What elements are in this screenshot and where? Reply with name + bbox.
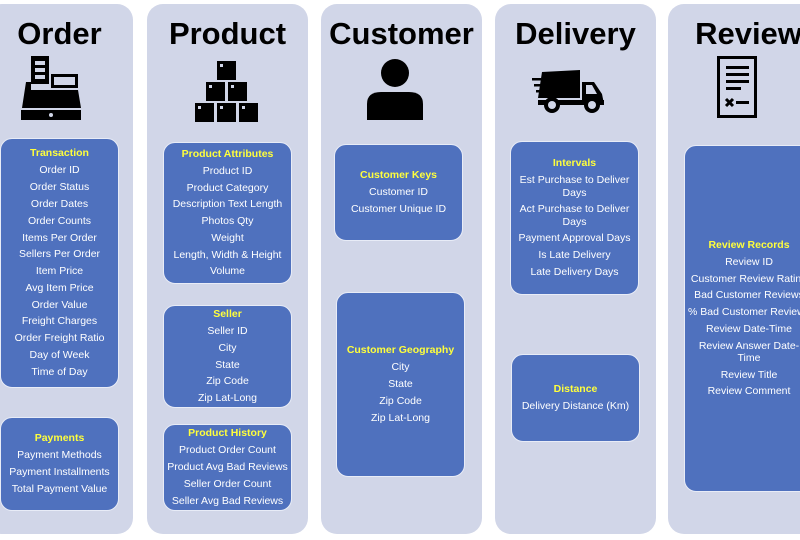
- group-title: Product History: [188, 427, 267, 440]
- field-item: Customer ID: [369, 186, 428, 199]
- group-product-attributes: Product Attributes Product ID Product Ca…: [163, 142, 292, 284]
- cash-register-icon: [21, 56, 81, 120]
- field-item: Zip Code: [379, 395, 422, 407]
- boxes-stack-icon: [195, 61, 258, 122]
- field-item: Order Value: [31, 298, 88, 311]
- field-item: Order Freight Ratio: [14, 332, 105, 345]
- group-title: Customer Keys: [359, 169, 438, 182]
- field-item: Day of Week: [29, 349, 90, 362]
- field-item: Volume: [209, 265, 246, 278]
- field-item: Description Text Length: [172, 198, 283, 211]
- field-item: Photos Qty: [201, 215, 254, 228]
- field-item: Act Purchase to Deliver Days: [519, 203, 630, 228]
- field-item: Est Purchase to Deliver Days: [519, 174, 630, 199]
- field-item: Late Delivery Days: [530, 265, 619, 278]
- field-item: Order Dates: [30, 197, 89, 210]
- group-title: Distance: [553, 383, 598, 396]
- field-item: Payment Approval Days: [518, 232, 631, 245]
- field-item: Weight: [211, 231, 244, 244]
- field-item: Product Category: [186, 181, 269, 194]
- field-item: Payment Installments: [9, 466, 110, 479]
- field-item: Seller Order Count: [183, 478, 272, 490]
- field-item: Time of Day: [31, 365, 88, 378]
- field-item: Review Title: [720, 368, 778, 381]
- column-review: Review Review Records Review ID Customer…: [668, 4, 800, 534]
- field-item: Total Payment Value: [11, 482, 108, 495]
- group-title: Payments: [34, 432, 85, 445]
- field-item: Review Answer Date-Time: [698, 339, 800, 365]
- field-item: Order Status: [29, 181, 90, 194]
- field-item: Customer Unique ID: [350, 203, 447, 215]
- column-product: Product Product Attributes Product ID Pr…: [147, 4, 308, 534]
- group-title: Customer Geography: [346, 344, 455, 357]
- group-customer-keys: Customer Keys Customer ID Customer Uniqu…: [334, 144, 463, 241]
- review-document-icon: [717, 56, 757, 118]
- field-item: Review Comment: [707, 385, 791, 398]
- field-item: Product Avg Bad Reviews: [167, 461, 288, 474]
- field-item: Seller ID: [207, 325, 248, 337]
- field-item: Product Order Count: [179, 444, 276, 457]
- field-item: Review ID: [725, 255, 773, 268]
- group-title: Transaction: [30, 147, 89, 160]
- column-title: Product: [168, 16, 287, 51]
- field-item: Item Price: [35, 265, 84, 278]
- group-payments: Payments Payment Methods Payment Install…: [0, 417, 119, 511]
- group-review-records: Review Records Review ID Customer Review…: [684, 145, 800, 492]
- field-item: % Bad Customer Reviews: [688, 306, 800, 319]
- column-order: Order Transaction Order ID Order Status …: [0, 4, 133, 534]
- field-item: Zip Code: [206, 375, 249, 388]
- field-item: Bad Customer Reviews: [694, 289, 800, 302]
- group-title: Review Records: [708, 238, 790, 251]
- field-item: Items Per Order: [22, 231, 97, 244]
- field-item: Customer Review Rating: [690, 272, 800, 285]
- group-title: Intervals: [552, 157, 597, 170]
- group-customer-geography: Customer Geography City State Zip Code Z…: [336, 292, 465, 477]
- group-title: Seller: [213, 308, 242, 320]
- field-item: Delivery Distance (Km): [521, 400, 630, 413]
- column-title: Delivery: [515, 16, 636, 51]
- field-item: Seller Avg Bad Reviews: [171, 494, 284, 507]
- field-item: State: [388, 378, 413, 391]
- column-title: Customer: [329, 16, 474, 51]
- person-icon: [367, 59, 423, 120]
- field-item: Payment Methods: [17, 449, 102, 462]
- column-title: Review: [695, 16, 800, 51]
- group-intervals: Intervals Est Purchase to Deliver Days A…: [510, 141, 639, 295]
- field-item: Zip Lat-Long: [198, 392, 257, 405]
- field-item: Order ID: [39, 164, 80, 177]
- field-item: Length, Width & Height: [173, 248, 282, 261]
- delivery-truck-icon: [532, 70, 604, 113]
- field-item: State: [215, 358, 240, 371]
- field-item: Is Late Delivery: [538, 249, 611, 262]
- group-distance: Distance Delivery Distance (Km): [511, 354, 640, 442]
- field-item: City: [391, 361, 410, 374]
- field-item: Freight Charges: [21, 315, 98, 328]
- field-item: Review Date-Time: [706, 322, 792, 335]
- group-product-history: Product History Product Order Count Prod…: [163, 424, 292, 511]
- column-customer: Customer Customer Keys Customer ID Custo…: [321, 4, 482, 534]
- field-item: Order Counts: [27, 214, 92, 227]
- field-item: Avg Item Price: [25, 281, 94, 294]
- field-item: Sellers Per Order: [18, 248, 101, 261]
- group-transaction: Transaction Order ID Order Status Order …: [0, 138, 119, 388]
- field-item: City: [218, 341, 237, 354]
- field-item: Zip Lat-Long: [371, 411, 430, 424]
- group-seller: Seller Seller ID City State Zip Code Zip…: [163, 305, 292, 408]
- column-title: Order: [17, 16, 102, 51]
- field-item: Product ID: [202, 164, 253, 177]
- group-title: Product Attributes: [181, 147, 274, 160]
- column-delivery: Delivery Intervals Est Purchase to Deliv…: [495, 4, 656, 534]
